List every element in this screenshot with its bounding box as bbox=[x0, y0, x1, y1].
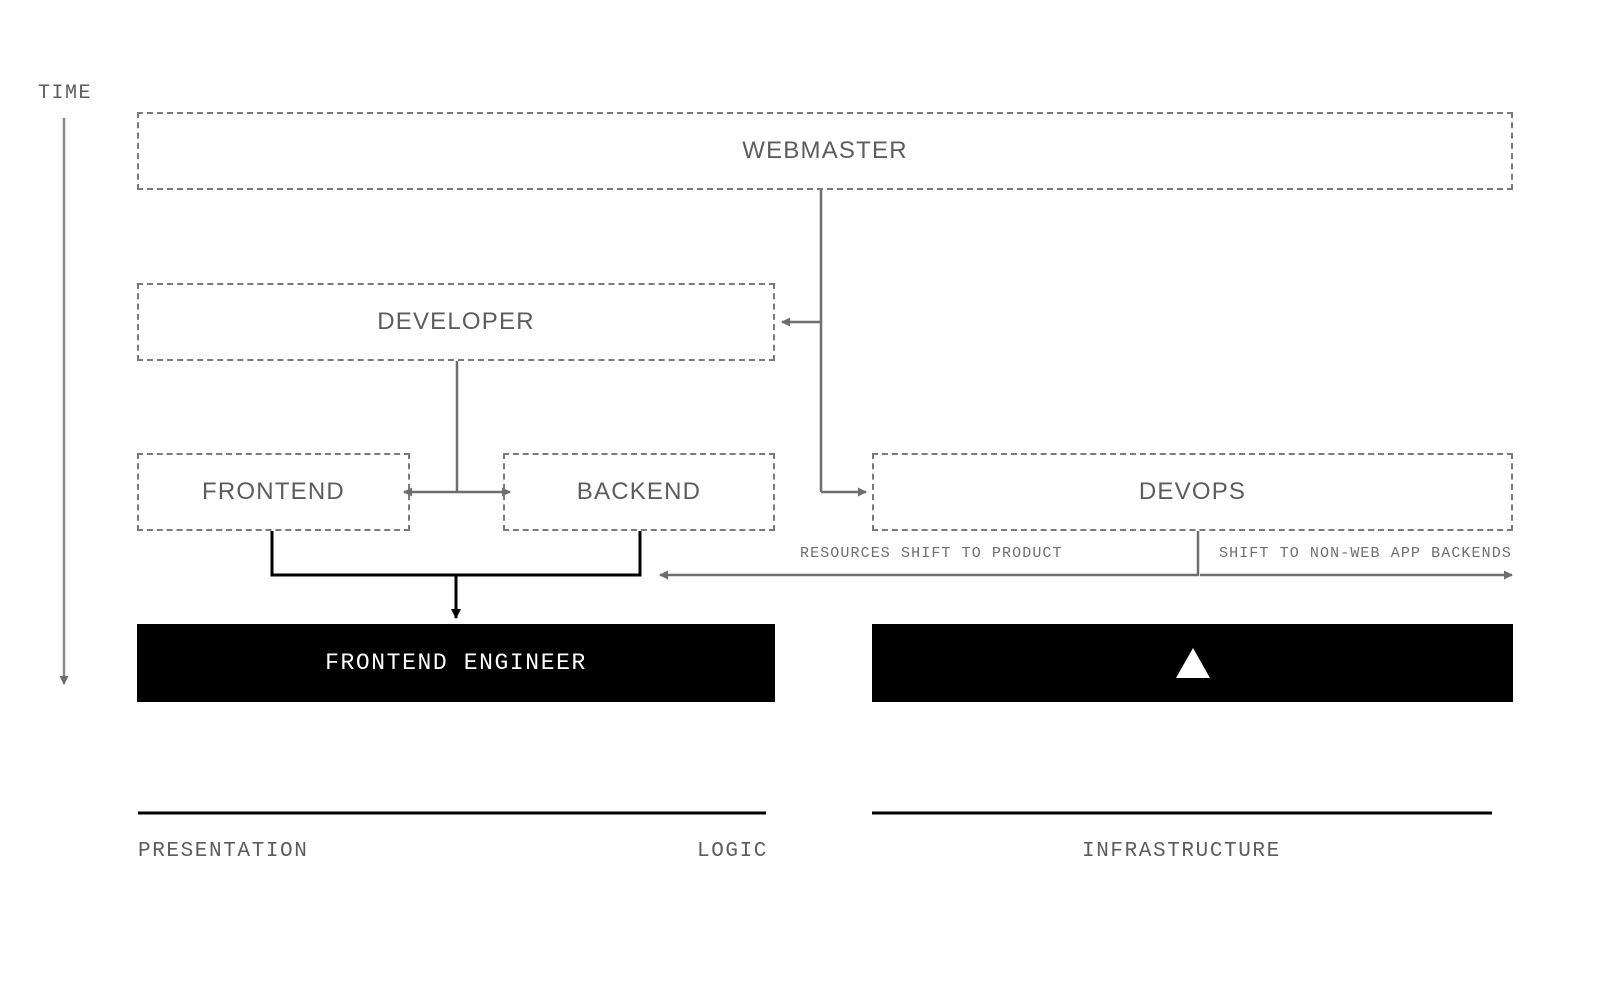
role-label-developer: DEVELOPER bbox=[377, 308, 535, 335]
column-label-infrastructure: INFRASTRUCTURE bbox=[1082, 840, 1281, 863]
role-label-frontend: FRONTEND bbox=[202, 478, 345, 505]
time-axis-label: TIME bbox=[38, 82, 93, 105]
edge-resources-shift-to-product bbox=[659, 531, 1200, 580]
role-box-frontend[interactable]: FRONTEND bbox=[137, 453, 410, 531]
role-label-devops: DEVOPS bbox=[1138, 478, 1247, 505]
role-label-webmaster: WEBMASTER bbox=[742, 137, 908, 164]
flow-label-non-web-shift: SHIFT TO NON-WEB APP BACKENDS bbox=[1219, 545, 1512, 562]
column-label-logic: LOGIC bbox=[697, 840, 769, 863]
column-label-presentation: PRESENTATION bbox=[138, 840, 309, 863]
flow-label-resources-shift: RESOURCES SHIFT TO PRODUCT bbox=[800, 545, 1063, 562]
edge-merge-to-frontend-engineer bbox=[270, 531, 642, 619]
outcome-box-infrastructure[interactable] bbox=[872, 624, 1513, 702]
role-box-backend[interactable]: BACKEND bbox=[503, 453, 775, 531]
role-box-devops[interactable]: DEVOPS bbox=[872, 453, 1513, 531]
triangle-up-icon bbox=[1175, 648, 1210, 678]
role-box-developer[interactable]: DEVELOPER bbox=[137, 283, 775, 361]
outcome-label-frontend-engineer: FRONTEND ENGINEER bbox=[325, 650, 587, 676]
outcome-box-frontend-engineer[interactable]: FRONTEND ENGINEER bbox=[137, 624, 775, 702]
role-box-webmaster[interactable]: WEBMASTER bbox=[137, 112, 1513, 190]
role-label-backend: BACKEND bbox=[576, 478, 702, 505]
